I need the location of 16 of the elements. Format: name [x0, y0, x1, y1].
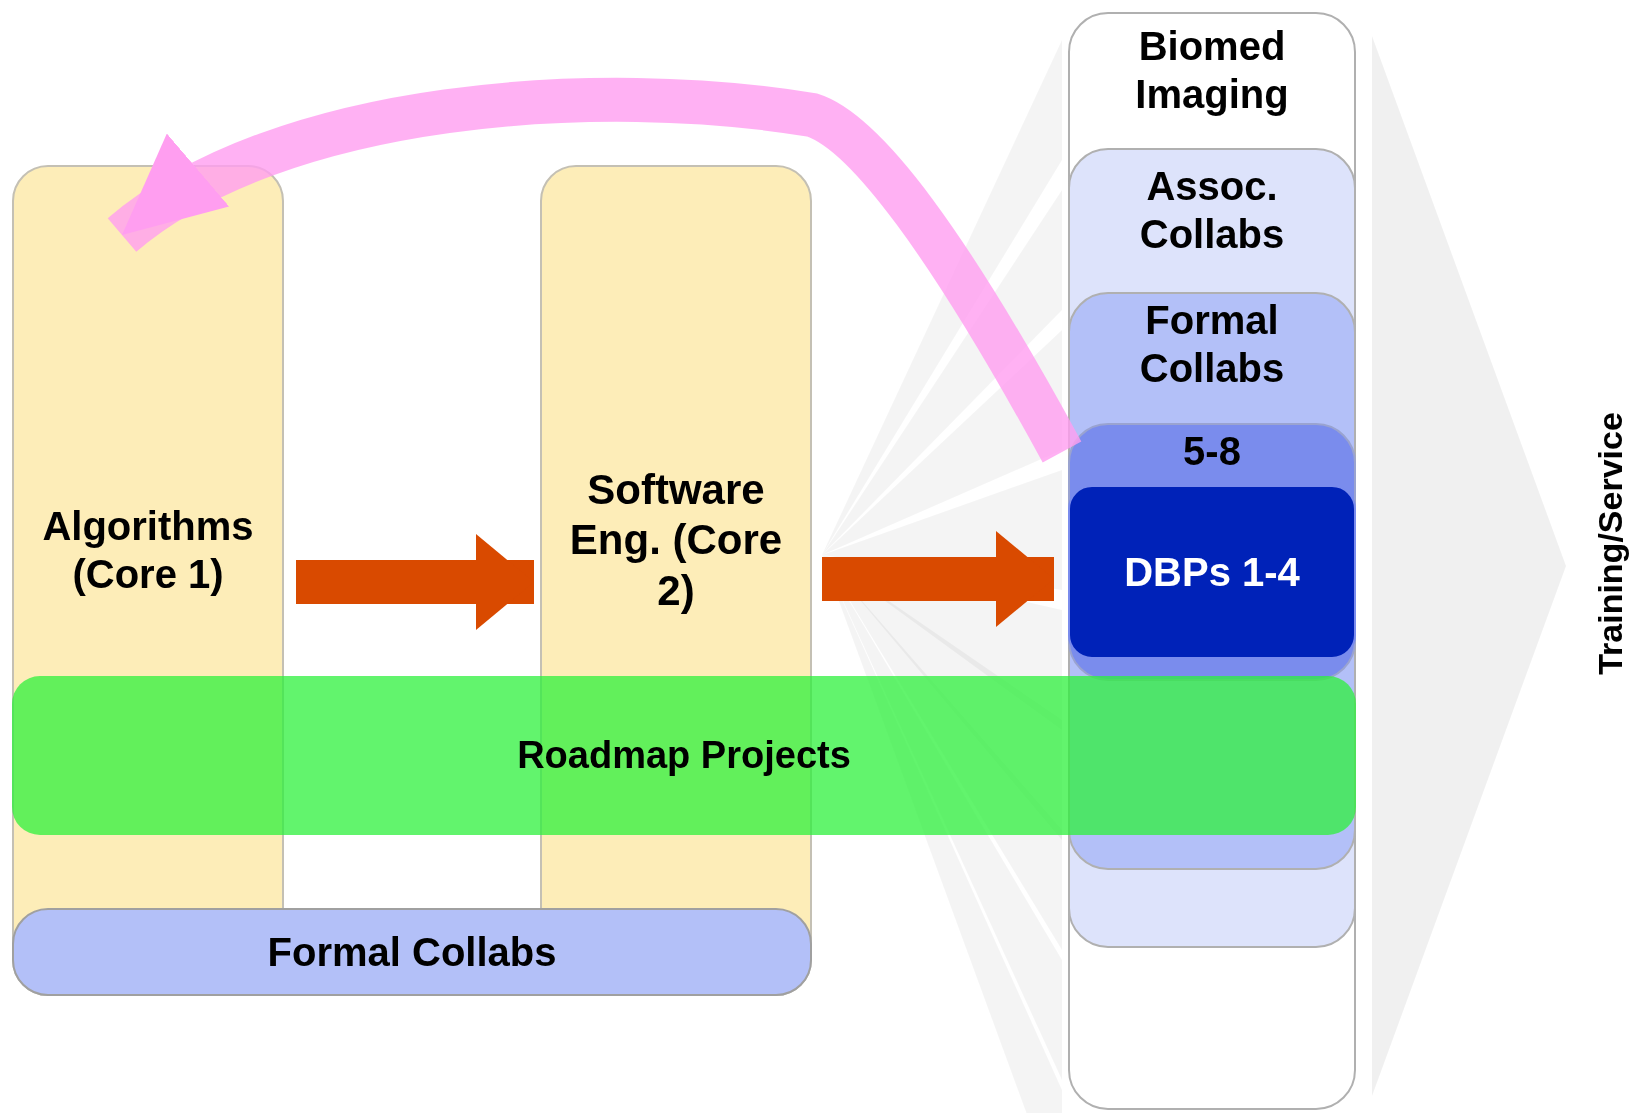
node-label: Assoc. Collabs: [1139, 164, 1285, 256]
dbp-box: [1068, 485, 1356, 659]
node-label: 5-8: [1183, 429, 1241, 473]
block-arrow: [822, 531, 1054, 627]
node-label: Software Eng. (Core 2): [569, 466, 783, 614]
node-label: Formal Collabs: [1139, 298, 1285, 390]
block-arrow: [296, 534, 534, 630]
node-label: DBPs 1-4: [1124, 550, 1300, 594]
collab-band: [12, 908, 812, 996]
roadmap-band: [12, 676, 1356, 835]
node-label: Algorithms (Core 1): [42, 504, 254, 596]
node-label: Roadmap Projects: [517, 733, 851, 776]
side-label: Training/Service: [1590, 412, 1629, 675]
node-label: Formal Collabs: [267, 930, 557, 974]
curved-arrow: [108, 78, 1082, 463]
node-label: Biomed Imaging: [1135, 24, 1289, 116]
